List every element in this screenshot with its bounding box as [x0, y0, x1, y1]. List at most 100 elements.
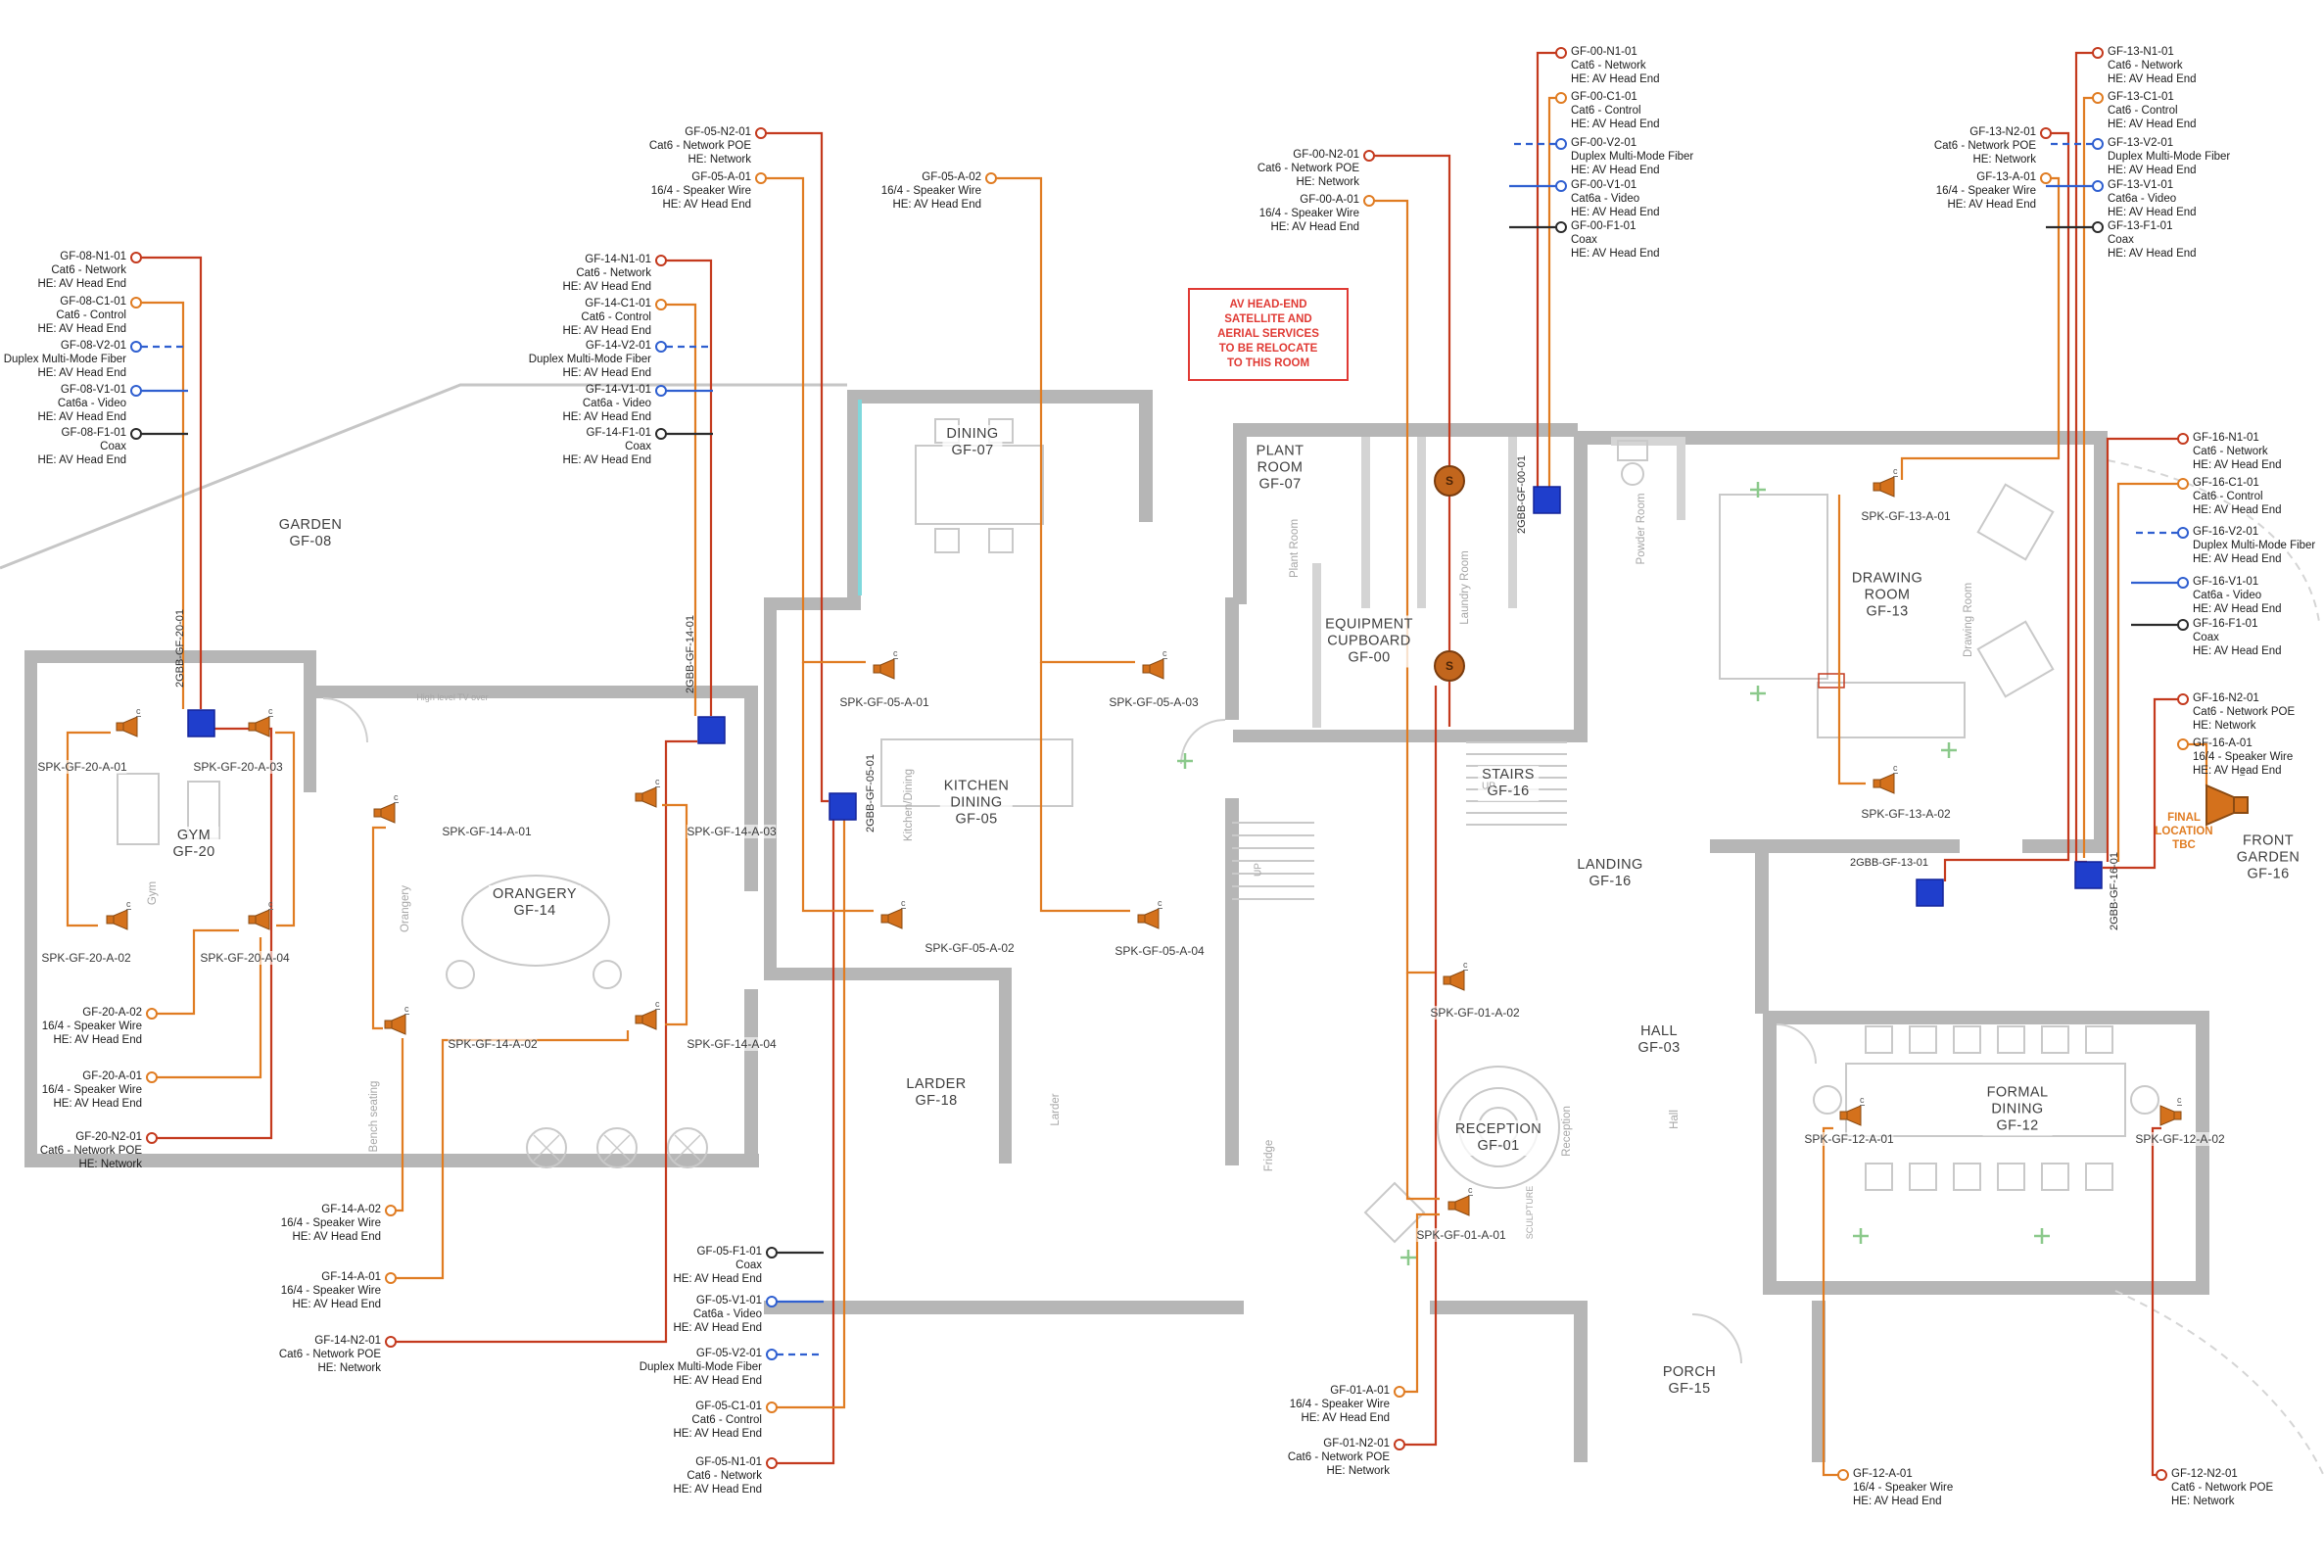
- callout-terminal: [655, 385, 667, 397]
- callout-terminal: [655, 255, 667, 266]
- wall: [1225, 798, 1239, 1165]
- wall: [1755, 847, 1769, 1014]
- callout-terminal: [2177, 527, 2189, 539]
- formal-dining-table: [1845, 1063, 2126, 1137]
- cable-run: [1369, 154, 1451, 466]
- wall: [744, 686, 758, 891]
- cable-run: [801, 662, 874, 913]
- final-location-line: FINAL: [2167, 812, 2201, 824]
- partition-wall: [1508, 437, 1517, 608]
- cable-run: [2106, 437, 2183, 862]
- callout-terminal: [655, 341, 667, 353]
- chair: [1813, 1085, 1842, 1115]
- wall: [24, 650, 313, 663]
- callout-terminal: [766, 1349, 778, 1360]
- cable-run: [1943, 131, 2070, 881]
- chair: [1953, 1163, 1981, 1191]
- sofa: [1817, 682, 1966, 738]
- cable-run: [136, 256, 203, 709]
- wall: [999, 968, 1012, 1164]
- spk-gf-05-a-04-icon: [1137, 908, 1160, 929]
- partition-wall: [1677, 437, 1685, 520]
- gym-equipment: [117, 773, 160, 845]
- spk-gf-20-a-02-icon: [106, 909, 128, 930]
- wall: [847, 390, 861, 610]
- spk-gf-05-a-02-icon: [880, 908, 903, 929]
- callout-terminal: [130, 341, 142, 353]
- callout-terminal: [130, 428, 142, 440]
- wall: [1139, 390, 1153, 522]
- front-garden-boundary: [2107, 459, 2320, 623]
- spk-gf-12-a-01-icon: [1839, 1105, 1862, 1126]
- callout-terminal: [130, 297, 142, 309]
- chair: [988, 418, 1014, 444]
- callout-terminal: [1363, 150, 1375, 162]
- chair: [934, 418, 960, 444]
- chair: [934, 528, 960, 553]
- chair: [2041, 1163, 2069, 1191]
- callout-terminal: [1555, 47, 1567, 59]
- wall: [2094, 431, 2108, 852]
- relocation-note-line: AERIAL SERVICES: [1217, 328, 1319, 340]
- callout-terminal: [1837, 1469, 1849, 1481]
- wall: [1812, 1301, 1826, 1462]
- wall: [24, 650, 37, 1166]
- satellite-icon: [1434, 650, 1465, 682]
- chair: [593, 960, 622, 989]
- spk-gf-05-a-03-icon: [1142, 658, 1164, 680]
- speaker-icon: [2205, 784, 2249, 827]
- cable-run: [1399, 1212, 1440, 1394]
- cable-run: [1822, 1126, 1843, 1477]
- sculpture-plinth: [1363, 1181, 1426, 1244]
- cable-run: [2183, 742, 2208, 786]
- wall: [764, 968, 1012, 980]
- callout-terminal: [130, 252, 142, 263]
- satellite-icon: [1434, 465, 1465, 497]
- 2gbb-gf-13-01-box: [1916, 879, 1944, 907]
- callout-terminal: [2092, 138, 2104, 150]
- callout-terminal: [2040, 172, 2052, 184]
- cable-run: [1837, 495, 1866, 785]
- orangery-table: [461, 875, 610, 967]
- wc: [1621, 462, 1644, 486]
- reception-feature: [1437, 1066, 1560, 1189]
- wall: [1763, 1281, 2209, 1295]
- 2gbb-gf-16-01-box: [2074, 861, 2103, 889]
- partition-wall: [1312, 563, 1321, 728]
- round-table: [603, 1134, 631, 1162]
- chair: [2130, 1085, 2159, 1115]
- callout-terminal: [766, 1247, 778, 1259]
- callout-terminal: [1555, 138, 1567, 150]
- callout-terminal: [755, 127, 767, 139]
- cable-run: [391, 1030, 630, 1280]
- callout-terminal: [2092, 92, 2104, 104]
- spk-gf-13-a-02-icon: [1873, 773, 1895, 794]
- callout-terminal: [146, 1132, 158, 1144]
- spk-gf-14-a-03-icon: [635, 786, 657, 808]
- 2gbb-gf-20-01-box: [187, 709, 215, 737]
- wall: [24, 1154, 759, 1167]
- cable-run: [2103, 697, 2183, 870]
- partition-wall: [1417, 437, 1426, 608]
- wall: [847, 390, 1153, 404]
- cable-run: [136, 301, 185, 709]
- callout-terminal: [1363, 195, 1375, 207]
- spk-gf-20-a-01-icon: [116, 716, 138, 737]
- wall: [1710, 839, 1960, 853]
- av-unit: [1818, 673, 1845, 689]
- cable-run: [1039, 662, 1130, 913]
- spk-gf-05-a-01-icon: [873, 658, 895, 680]
- callout-terminal: [2177, 577, 2189, 589]
- cable-run: [772, 820, 835, 1465]
- cable-run: [275, 731, 296, 927]
- cable-run: [371, 826, 386, 1030]
- chair: [1997, 1025, 2025, 1054]
- round-table: [674, 1134, 701, 1162]
- callout-terminal: [766, 1402, 778, 1413]
- cable-run: [991, 176, 1135, 664]
- wall: [1763, 1011, 2209, 1024]
- spk-gf-13-a-01-icon: [1873, 476, 1895, 498]
- wc: [1617, 440, 1648, 461]
